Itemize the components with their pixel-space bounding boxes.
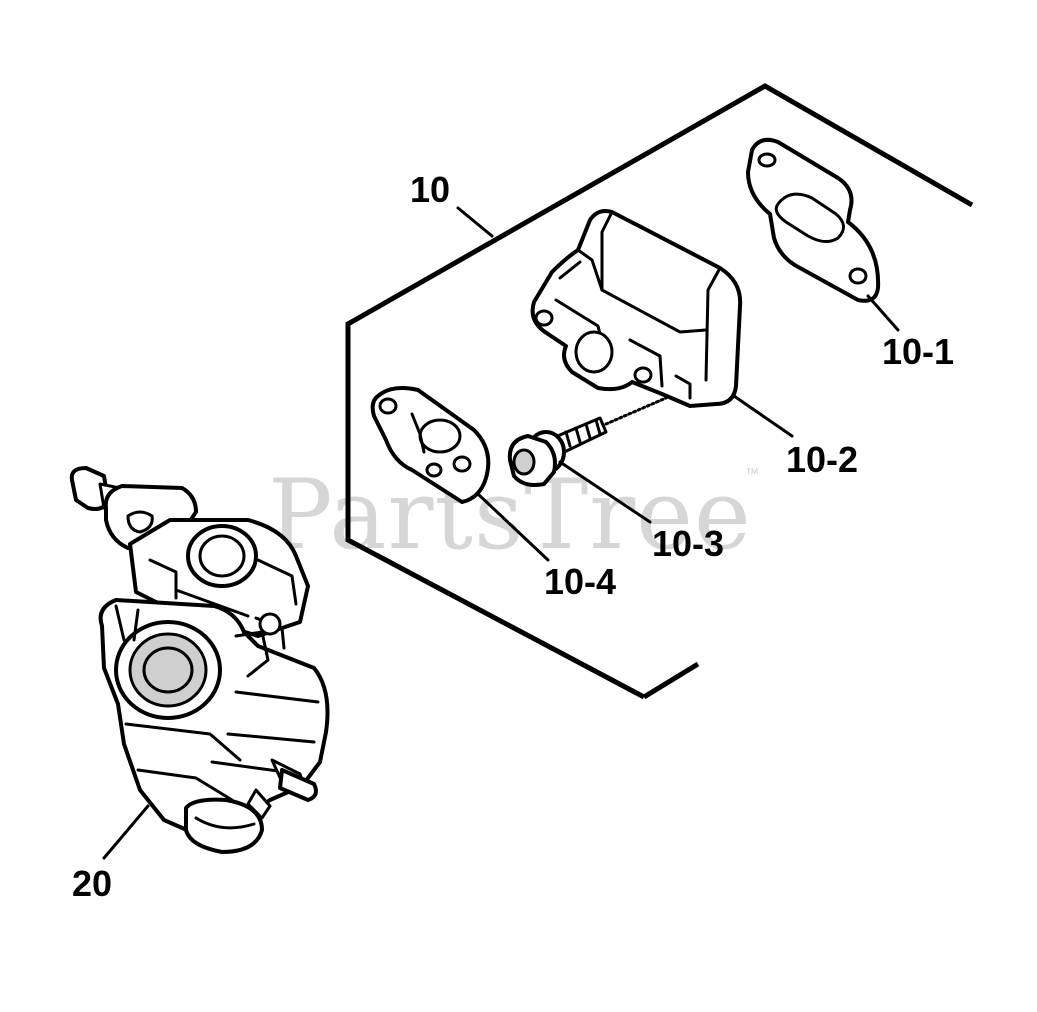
callout-10-3[interactable]: 10-3 bbox=[652, 523, 724, 564]
carburetor-20[interactable] bbox=[69, 466, 330, 854]
leader-20 bbox=[102, 804, 150, 860]
assembly-frame-tick bbox=[642, 661, 700, 700]
bolt-10-3[interactable] bbox=[507, 416, 608, 487]
leader-10-1 bbox=[866, 294, 900, 332]
assembly-frame bbox=[345, 83, 974, 700]
watermark-trademark: ™ bbox=[745, 465, 759, 481]
leader-10 bbox=[456, 206, 494, 238]
leader-lines bbox=[102, 206, 900, 860]
callout-20[interactable]: 20 bbox=[72, 863, 112, 904]
gasket-10-4[interactable] bbox=[370, 386, 491, 504]
leader-bolt-to-insulator bbox=[604, 396, 668, 426]
leader-10-2 bbox=[732, 394, 794, 438]
insulator-10-2[interactable] bbox=[530, 209, 743, 408]
callout-10-1[interactable]: 10-1 bbox=[882, 331, 954, 372]
callouts: 10 10-1 10-2 10-3 10-4 20 bbox=[72, 169, 954, 904]
callout-10[interactable]: 10 bbox=[410, 169, 450, 210]
callout-10-2[interactable]: 10-2 bbox=[786, 439, 858, 480]
leader-10-3 bbox=[558, 460, 652, 524]
leader-10-4 bbox=[476, 492, 550, 562]
callout-10-4[interactable]: 10-4 bbox=[544, 561, 616, 602]
gasket-10-1[interactable] bbox=[746, 137, 881, 303]
